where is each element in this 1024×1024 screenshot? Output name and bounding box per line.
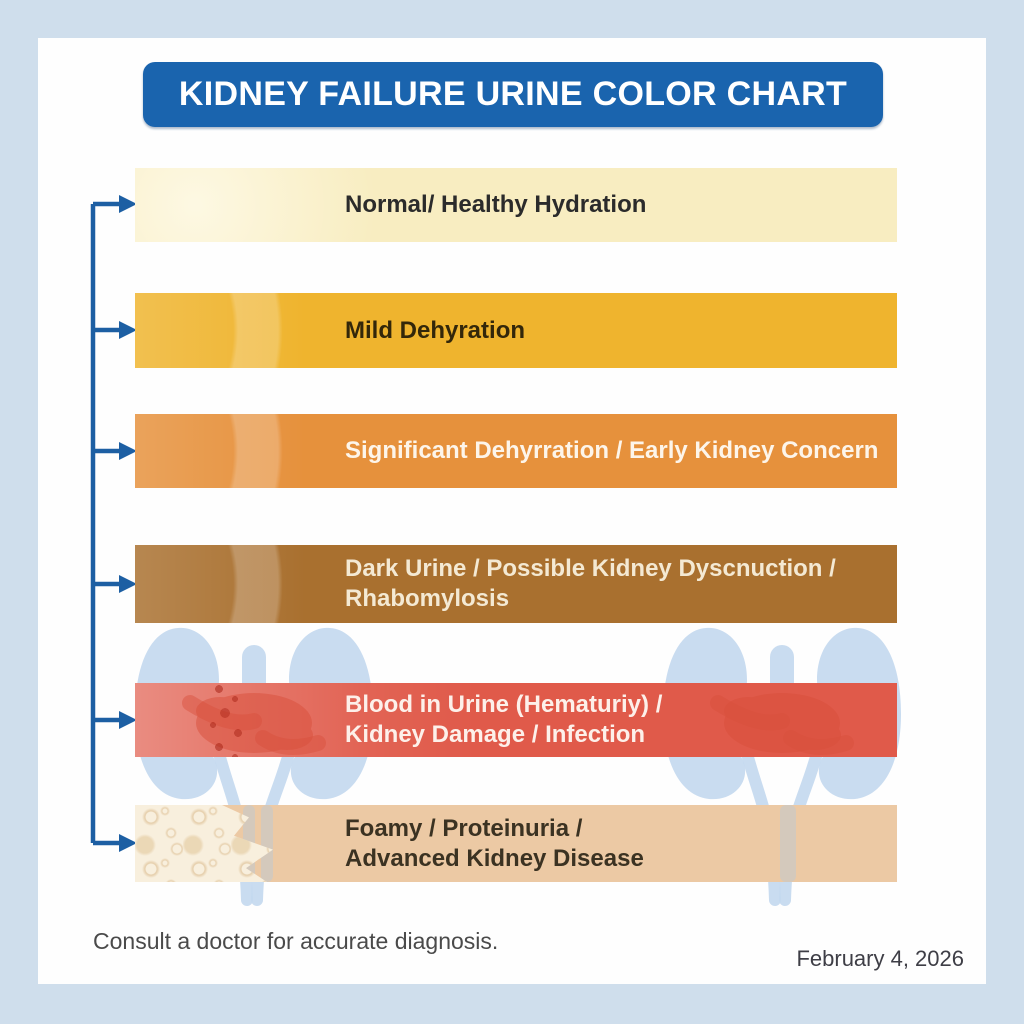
- urine-color-row-mild-dehydration: Mild Dehyration: [135, 293, 897, 368]
- urine-color-row-significant-dehydration: Significant Dehyrration / Early Kidney C…: [135, 414, 897, 488]
- bar-highlight: [135, 168, 445, 242]
- row-label-line2: Advanced Kidney Disease: [345, 844, 644, 872]
- row-label: Significant Dehyrration / Early Kidney C…: [345, 437, 879, 464]
- ureter-hint: [261, 805, 273, 882]
- row-label: Foamy / Proteinuria /: [345, 814, 583, 842]
- row-label: Dark Urine / Possible Kidney Dyscnuction…: [345, 555, 836, 582]
- urine-color-row-foamy-proteinuria: Foamy / Proteinuria / Advanced Kidney Di…: [135, 805, 897, 882]
- row-label-line2: Rhabomylosis: [345, 585, 510, 612]
- row-label: Blood in Urine (Hematuriy) /: [345, 691, 663, 718]
- row-label: Normal/ Healthy Hydration: [345, 191, 647, 218]
- page-title: KIDNEY FAILURE URINE COLOR CHART: [178, 75, 848, 113]
- urine-color-row-blood-in-urine: Blood in Urine (Hematuriy) / Kidney Dama…: [135, 683, 897, 757]
- date-text: February 4, 2026: [796, 946, 964, 971]
- title-banner: KIDNEY FAILURE URINE COLOR CHART: [143, 62, 883, 127]
- disclaimer-text: Consult a doctor for accurate diagnosis.: [93, 928, 499, 954]
- urine-color-row-normal-hydration: Normal/ Healthy Hydration: [135, 168, 897, 242]
- blood-speckle-texture: [207, 683, 247, 757]
- bar-highlight: [135, 293, 445, 368]
- bar-highlight: [135, 545, 445, 623]
- bar-highlight: [135, 414, 445, 488]
- urine-color-row-dark-urine: Dark Urine / Possible Kidney Dyscnuction…: [135, 545, 897, 623]
- row-label: Mild Dehyration: [345, 316, 526, 344]
- row-label-line2: Kidney Damage / Infection: [345, 721, 646, 748]
